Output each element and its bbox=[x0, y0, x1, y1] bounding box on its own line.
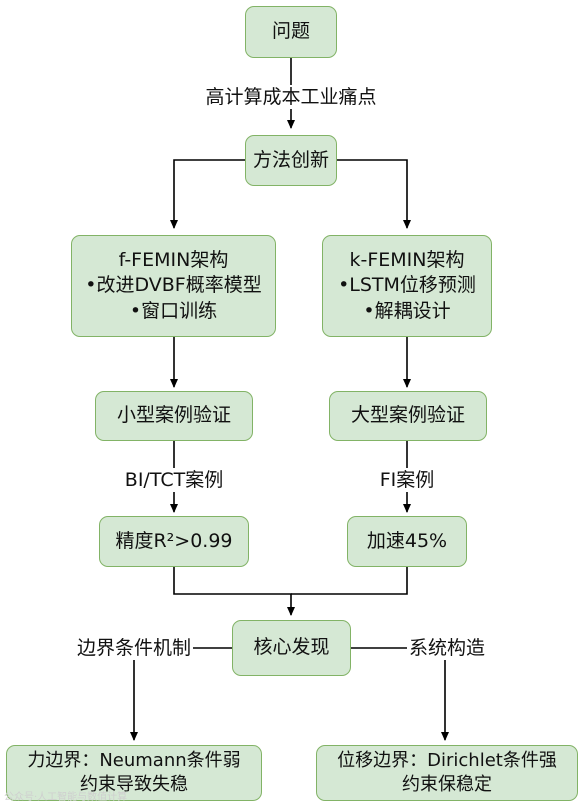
node-core-text: 核心发现 bbox=[253, 636, 330, 659]
edge-label-bi-tct: BI/TCT案例 bbox=[122, 468, 226, 492]
edge-label-boundary-mechanism: 边界条件机制 bbox=[74, 636, 194, 660]
node-f-femin-line-3: •窗口训练 bbox=[129, 299, 218, 322]
node-force-boundary: 力边界：Neumann条件弱 约束导致失稳 bbox=[6, 745, 262, 801]
node-accuracy: 精度R²>0.99 bbox=[99, 516, 249, 567]
edge-core-force bbox=[130, 647, 232, 741]
node-large-case: 大型案例验证 bbox=[329, 391, 487, 441]
node-f-femin-line-2: •改进DVBF概率模型 bbox=[85, 274, 262, 297]
node-speedup-text: 加速45% bbox=[366, 529, 448, 552]
edge-method-k bbox=[337, 159, 411, 229]
node-disp-boundary: 位移边界：Dirichlet条件强 约束保稳定 bbox=[316, 745, 578, 801]
node-accuracy-text: 精度R²>0.99 bbox=[115, 529, 233, 552]
edge-accuracy-core bbox=[173, 567, 295, 616]
node-k-femin-line-2: •LSTM位移预测 bbox=[338, 274, 476, 297]
edge-speedup-core bbox=[291, 567, 408, 595]
node-k-femin-line-1: k-FEMIN架构 bbox=[349, 249, 465, 272]
node-problem: 问题 bbox=[245, 6, 337, 58]
edge-label-system-structure: 系统构造 bbox=[406, 636, 488, 660]
watermark-text: 公众号·人工智能与数值计算 bbox=[4, 792, 128, 803]
node-f-femin: f-FEMIN架构 •改进DVBF概率模型 •窗口训练 bbox=[71, 235, 276, 337]
node-force-boundary-line-1: 力边界：Neumann条件弱 bbox=[27, 750, 241, 772]
node-speedup: 加速45% bbox=[347, 516, 467, 567]
node-k-femin-line-3: •解耦设计 bbox=[363, 299, 451, 322]
node-k-femin: k-FEMIN架构 •LSTM位移预测 •解耦设计 bbox=[322, 235, 492, 337]
node-f-femin-line-1: f-FEMIN架构 bbox=[118, 249, 229, 272]
edge-method-f bbox=[170, 159, 245, 229]
node-disp-boundary-line-2: 约束保稳定 bbox=[402, 774, 492, 795]
node-large-case-text: 大型案例验证 bbox=[350, 404, 465, 427]
node-disp-boundary-line-1: 位移边界：Dirichlet条件强 bbox=[337, 750, 557, 772]
edge-label-fi: FI案例 bbox=[377, 468, 437, 492]
edge-label-pain-point: 高计算成本工业痛点 bbox=[203, 85, 379, 109]
node-method: 方法创新 bbox=[245, 135, 337, 186]
node-force-boundary-line-2: 约束导致失稳 bbox=[80, 774, 188, 795]
node-problem-text: 问题 bbox=[271, 20, 310, 43]
edge-core-disp bbox=[351, 647, 449, 741]
node-small-case-text: 小型案例验证 bbox=[116, 404, 231, 427]
node-small-case: 小型案例验证 bbox=[95, 391, 253, 441]
node-method-text: 方法创新 bbox=[252, 148, 329, 171]
node-core: 核心发现 bbox=[232, 620, 351, 676]
